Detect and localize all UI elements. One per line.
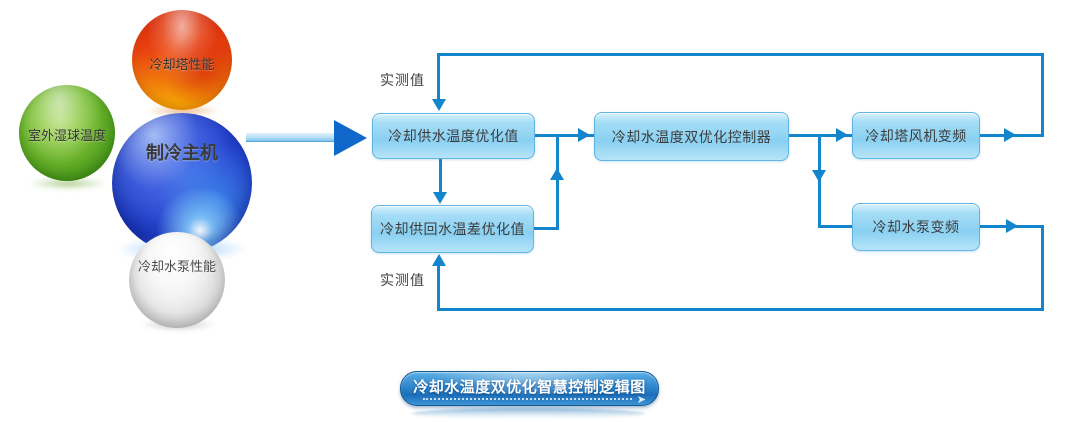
top-left-feedback-line bbox=[437, 53, 440, 100]
measured-value-bottom-label: 实测值 bbox=[380, 272, 425, 288]
arrow-up-icon bbox=[550, 168, 564, 180]
return-diff-box-label: 冷却供回水温差优化值 bbox=[380, 221, 525, 237]
top-feedback-line bbox=[437, 53, 1044, 56]
arrow-down-icon bbox=[433, 192, 447, 204]
chiller-sphere-label: 制冷主机 bbox=[146, 143, 218, 163]
wetbulb-sphere-label: 室外湿球温度 bbox=[27, 128, 106, 143]
supply-to-diff-line bbox=[439, 157, 442, 194]
wetbulb-sphere-shadow bbox=[28, 177, 108, 190]
top-right-feedback-line bbox=[1041, 53, 1044, 137]
footer-button-reflection bbox=[412, 408, 645, 419]
bottom-right-feedback-line bbox=[1041, 225, 1044, 311]
controller-box-label: 冷却水温度双优化控制器 bbox=[611, 128, 772, 145]
pump-sphere-icon: 冷却水泵性能 bbox=[129, 232, 225, 328]
diff-out-line bbox=[532, 227, 559, 230]
controller-box: 冷却水温度双优化控制器 bbox=[594, 112, 789, 161]
tower-sphere-shadow bbox=[146, 104, 220, 117]
pump-sphere-label: 冷却水泵性能 bbox=[137, 259, 216, 274]
arrow-right-icon bbox=[836, 128, 848, 142]
pump-vfd-box-label: 冷却水泵变频 bbox=[872, 219, 960, 235]
wetbulb-sphere-icon: 室外湿球温度 bbox=[19, 85, 115, 181]
bottom-left-feedback-line bbox=[437, 264, 440, 311]
arrow-down-icon bbox=[432, 99, 446, 111]
supply-temp-box-label: 冷却供水温度优化值 bbox=[388, 128, 519, 144]
chiller-sphere-icon: 制冷主机 bbox=[112, 113, 252, 253]
diff-merge-line bbox=[556, 137, 559, 230]
arrow-right-icon bbox=[1004, 128, 1016, 142]
footer-button[interactable]: 冷却水温度双优化智慧控制逻辑图 ➤ bbox=[400, 371, 659, 406]
supply-temp-box: 冷却供水温度优化值 bbox=[372, 113, 535, 159]
small-arrow-icon: ➤ bbox=[636, 394, 646, 406]
bottom-feedback-line bbox=[437, 308, 1044, 311]
dotted-line bbox=[423, 398, 632, 400]
fan-vfd-box: 冷却塔风机变频 bbox=[852, 112, 980, 159]
branch-to-pump-line bbox=[818, 225, 852, 228]
arrow-down-icon bbox=[812, 170, 826, 182]
arrow-right-icon bbox=[578, 128, 590, 142]
tower-sphere-label: 冷却塔性能 bbox=[149, 57, 215, 72]
cooling-tower-sphere-icon: 冷却塔性能 bbox=[132, 10, 232, 110]
arrow-right-icon bbox=[1006, 219, 1018, 233]
supply-to-controller-line bbox=[533, 134, 594, 137]
measured-value-top-label: 实测值 bbox=[380, 72, 425, 88]
fan-vfd-box-label: 冷却塔风机变频 bbox=[865, 127, 967, 144]
return-diff-box: 冷却供回水温差优化值 bbox=[371, 205, 534, 253]
arrow-up-icon bbox=[432, 254, 446, 266]
input-arrow-icon bbox=[334, 120, 367, 156]
footer-button-label: 冷却水温度双优化智慧控制逻辑图 bbox=[413, 379, 646, 396]
pump-vfd-box: 冷却水泵变频 bbox=[852, 203, 980, 251]
input-arrow-shaft bbox=[246, 133, 335, 142]
